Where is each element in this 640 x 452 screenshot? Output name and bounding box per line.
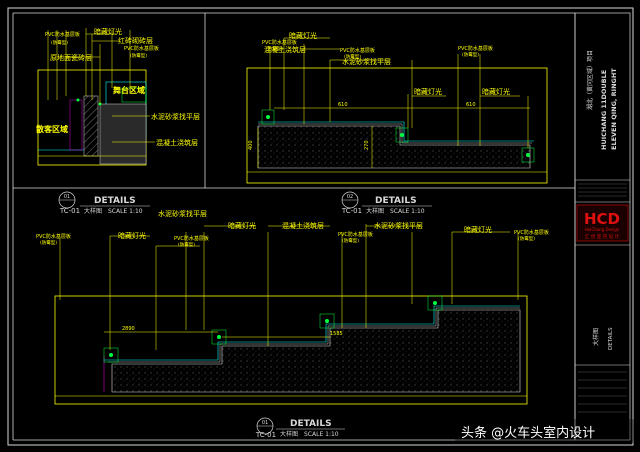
title-block: 湖北（黄冈区域）项目 HUICHANG 11DOUBLE ELEVEN QING… — [574, 12, 631, 441]
stepped-slab-section — [111, 309, 521, 393]
concrete-layer-label-2: 混凝土浇筑层 — [264, 45, 306, 54]
cement-layer-top-label: 水泥砂浆找平层 — [158, 209, 207, 218]
callout-sheet: TC-01 — [59, 207, 80, 215]
pvc-board-sub-1: (防霉型) — [51, 39, 68, 46]
detail-title: DETAILS — [94, 196, 136, 206]
callout-number-2: 02 — [347, 194, 353, 200]
pvc-board-b: PVC防水基层板 — [174, 235, 209, 242]
pvc-board-left: PVC防水基层板 — [262, 39, 297, 46]
drawing-name-en: DETAILS — [608, 327, 614, 350]
concrete-slab-section — [257, 125, 531, 169]
detail-scale: SCALE 1:10 — [108, 208, 143, 215]
callout-sheet-2: TC-01 — [341, 207, 362, 215]
pvc-board-right-sub: (防霉型) — [462, 51, 479, 58]
light-left-label: 暗藏灯光 — [118, 231, 146, 240]
company-logo — [576, 204, 629, 242]
detail-subtitle-3: 大样图 — [280, 430, 298, 438]
detail-title-2: DETAILS — [375, 196, 417, 206]
dim-610a: 610 — [338, 102, 348, 108]
floor-tile-label: 原地面瓷砖层 — [50, 53, 92, 62]
pvc-board-label-2: PVC防水基层板 — [124, 45, 159, 52]
dim-1585: 1585 — [330, 331, 343, 337]
cement-layer-label-3: 水泥砂浆找平层 — [374, 221, 423, 230]
pvc-board-mid-sub: (防霉型) — [344, 53, 361, 60]
panel3-outline — [54, 295, 528, 405]
drawing-name-cn: 大样图 — [592, 328, 600, 346]
pvc-board-c: PVC防水基层板 — [338, 231, 373, 238]
pvc-board-a-sub: (防霉型) — [40, 239, 57, 246]
logo-sub-en: HuiChang Design — [585, 227, 620, 232]
dim-270: 270 — [364, 140, 370, 150]
light-top-label: 暗藏灯光 — [289, 31, 317, 40]
detail-scale-3: SCALE 1:10 — [304, 431, 339, 438]
detail-panel-1: PVC防水基层板 (防霉型) 暗藏灯光 红砖砌砖层 PVC防水基层板 (防霉型)… — [36, 27, 200, 215]
light-right-label: 暗藏灯光 — [482, 87, 510, 96]
detail-subtitle-2: 大样图 — [366, 207, 384, 215]
concrete-layer-label-3: 混凝土浇筑层 — [282, 221, 324, 230]
light-mid-label: 暗藏灯光 — [414, 87, 442, 96]
detail-panel-2: 610 610 400 270 PVC防水基层板 (防霉型) 暗藏灯光 混凝土浇… — [246, 31, 548, 215]
pvc-board-a: PVC防水基层板 — [36, 233, 71, 240]
pvc-board-right: PVC防水基层板 — [458, 45, 493, 52]
pvc-board-c-sub: (防霉型) — [342, 237, 359, 244]
dim-400: 400 — [248, 140, 254, 150]
pvc-board-label-1: PVC防水基层板 — [45, 31, 80, 38]
light-right-label-3: 暗藏灯光 — [464, 225, 492, 234]
dim-2890: 2890 — [122, 326, 135, 332]
project-name-en-1: HUICHANG 11DOUBLE — [600, 70, 608, 150]
concrete-layer-label: 混凝土浇筑层 — [156, 138, 198, 147]
dim-610b: 610 — [466, 102, 476, 108]
detail-subtitle: 大样图 — [84, 207, 102, 215]
detail-scale-2: SCALE 1:10 — [390, 208, 425, 215]
project-name-en-2: ELEVEN QING, RINGHT — [610, 68, 618, 150]
detail-panel-3: 2890 1585 PVC防水基层板 (防霉型) 暗藏灯光 水泥砂浆找平层 PV… — [36, 209, 549, 439]
pvc-board-sub-2: (防霉型) — [130, 52, 147, 59]
pvc-board-mid: PVC防水基层板 — [340, 47, 375, 54]
logo-mark: HCD — [584, 210, 620, 228]
cement-layer-label-2: 水泥砂浆找平层 — [342, 57, 391, 66]
callout-number: 01 — [64, 194, 70, 200]
pvc-board-d-sub: (防霉型) — [518, 235, 535, 242]
pvc-board-d: PVC防水基层板 — [514, 229, 549, 236]
stage-area-label: 舞台区域 — [112, 85, 145, 95]
dining-area-label: 散客区域 — [36, 124, 68, 134]
watermark-text: 头条 @火车头室内设计 — [461, 426, 596, 441]
callout-sheet-3: TC-01 — [255, 431, 276, 439]
pvc-board-left-sub: (防霉型) — [266, 45, 283, 52]
cement-layer-label: 水泥砂浆找平层 — [151, 112, 200, 121]
brick-wall-label: 红砖砌砖层 — [118, 36, 153, 45]
light-label: 暗藏灯光 — [94, 27, 122, 36]
watermark: 头条 @火车头室内设计 — [455, 419, 635, 443]
project-name-cn: 湖北（黄冈区域）项目 — [586, 50, 594, 110]
logo-sub-cn: 汇 创 室 内 设 计 — [585, 233, 620, 240]
light-mid-label-3: 暗藏灯光 — [228, 221, 256, 230]
pvc-board-b-sub: (防霉型) — [178, 241, 195, 248]
detail-title-3: DETAILS — [290, 419, 332, 429]
callout-number-3: 01 — [262, 420, 268, 426]
panel2-outline — [246, 67, 548, 184]
